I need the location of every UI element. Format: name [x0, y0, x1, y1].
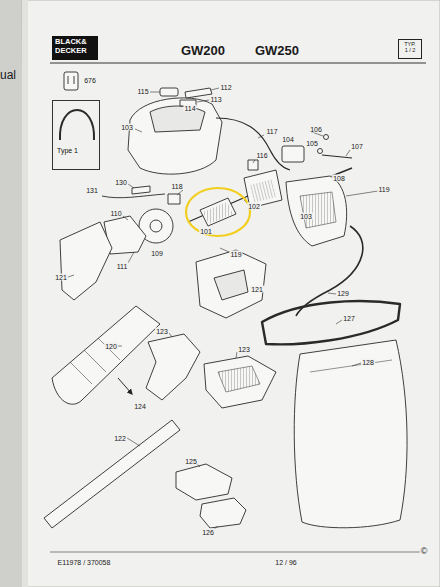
callout-number: 101 — [199, 228, 213, 235]
node-text: BLACK& DECKER — [55, 38, 93, 55]
callout-number: 111 — [116, 263, 129, 270]
brush-116 — [248, 160, 258, 170]
callout-number: 120 — [104, 343, 118, 350]
footer-text: 12 / 96 — [274, 559, 297, 566]
lead-131 — [102, 194, 165, 198]
callout-number: 121 — [54, 274, 68, 281]
leader-lines — [68, 88, 378, 529]
callout-number: 123 — [237, 346, 251, 353]
cable-132 — [60, 110, 94, 140]
node-text: Type 1 — [57, 147, 96, 155]
callout-number: 114 — [183, 105, 196, 112]
callout-number: 129 — [336, 290, 350, 297]
switch-112 — [185, 88, 212, 98]
plug-icon — [64, 72, 78, 90]
brand-logo: BLACK& DECKER — [52, 36, 98, 60]
part-126 — [200, 498, 246, 528]
callout-number: 110 — [109, 210, 122, 217]
node-text: TYP. — [401, 41, 419, 47]
callout-number: 115 — [136, 88, 149, 95]
type-variant-box: Type 1 — [52, 100, 100, 170]
screw-106 — [324, 135, 329, 140]
under-page — [0, 0, 22, 587]
callout-number: 102 — [247, 203, 261, 210]
callout-number: 118 — [170, 183, 183, 190]
callout-number: 131 — [85, 187, 99, 194]
callout-number: 112 — [219, 84, 232, 91]
callout-number: 119 — [377, 186, 390, 193]
bag-128 — [294, 340, 407, 528]
callout-number: 104 — [281, 136, 295, 143]
callout-number: 113 — [209, 96, 222, 103]
bag-frame-127 — [262, 301, 400, 344]
callout-number: 117 — [265, 128, 278, 135]
callout-number: 103 — [120, 124, 134, 131]
callout-number: 676 — [83, 77, 97, 84]
callout-number: 125 — [184, 458, 198, 465]
callout-number: 127 — [342, 315, 356, 322]
left-housing-121 — [60, 222, 112, 300]
handle-opening — [150, 106, 205, 132]
arrow-124 — [118, 378, 132, 394]
part-125 — [176, 464, 232, 500]
upper-housing — [128, 98, 222, 174]
highlight-circle — [186, 188, 250, 236]
callout-number: 103 — [299, 213, 313, 220]
callout-number: 116 — [255, 152, 268, 159]
callout-number: 109 — [150, 250, 164, 257]
sheet-shadow — [22, 0, 28, 587]
model-number: GW250 — [254, 44, 300, 57]
tube-122 — [44, 420, 180, 528]
callout-number: 107 — [350, 143, 364, 150]
callout-number: 128 — [361, 359, 375, 366]
fan-hub — [150, 220, 162, 232]
cord-117 — [216, 118, 290, 170]
plug-pin — [74, 76, 75, 84]
callout-number: 124 — [133, 403, 147, 410]
header-rule — [50, 63, 426, 64]
footer-rule — [50, 552, 426, 553]
callout-number: 106 — [309, 126, 323, 133]
callout-number: 130 — [114, 179, 128, 186]
vent-grille — [300, 192, 336, 228]
callout-number: 108 — [332, 175, 346, 182]
plug-pin — [68, 76, 69, 84]
brush-118 — [168, 194, 180, 204]
nozzle-121 — [196, 250, 266, 318]
callout-number: 126 — [201, 529, 215, 536]
part-123-left — [146, 334, 200, 400]
page-edge-text: ual — [0, 69, 17, 81]
callout-number: 121 — [250, 286, 264, 293]
armature-101 — [200, 198, 236, 226]
footer-text: E11978 / 370058 — [57, 559, 112, 566]
callout-number: 122 — [113, 435, 127, 442]
callout-number: 105 — [305, 140, 319, 147]
tube-120 — [52, 306, 160, 404]
switch-104 — [282, 146, 304, 162]
callout-number: 123 — [155, 328, 169, 335]
model-number: GW200 — [180, 44, 226, 57]
page-type-box: TYP.1 / 2 — [398, 39, 422, 59]
clip-130 — [132, 186, 150, 194]
screw-107 — [322, 155, 352, 158]
footer-text: © — [420, 547, 429, 556]
nozzle-window — [214, 270, 248, 300]
callout-number: 119 — [229, 251, 242, 258]
node-text: 1 / 2 — [401, 47, 419, 53]
switch-115 — [160, 88, 178, 96]
screw-105 — [318, 149, 323, 154]
right-housing — [286, 176, 347, 246]
part-123-right — [204, 356, 276, 408]
sheet — [22, 0, 440, 587]
